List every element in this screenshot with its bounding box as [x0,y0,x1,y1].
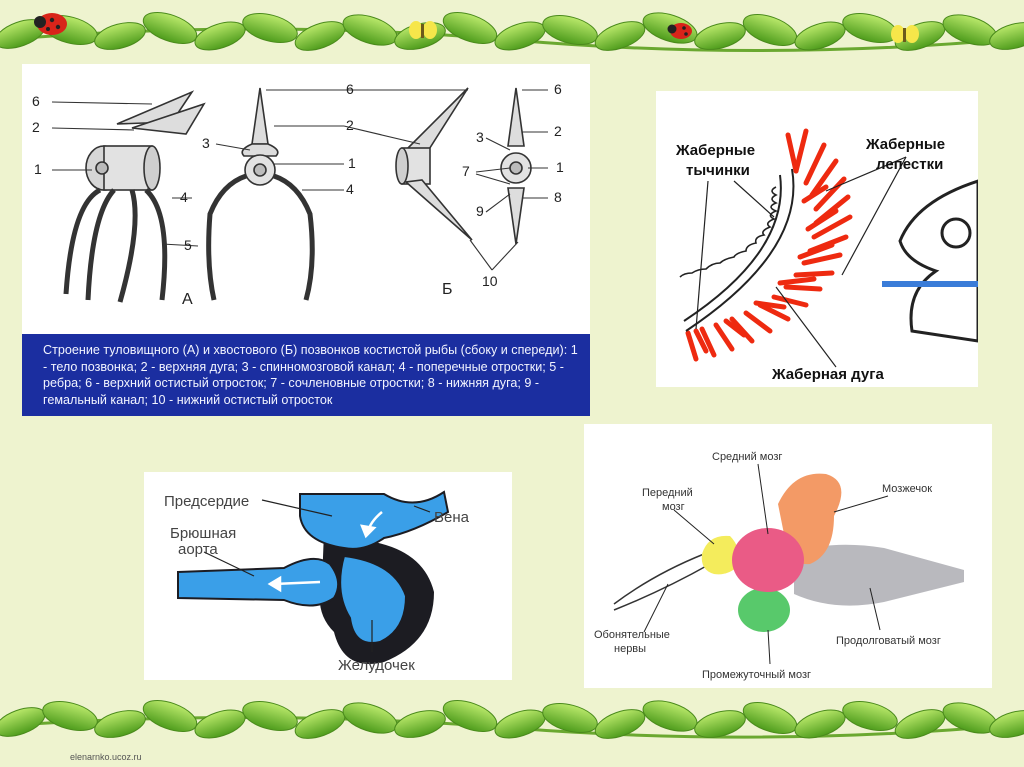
fish-head [882,181,978,341]
aorta-label-2: аорта [178,541,218,558]
label-1: 1 [556,159,564,175]
label-9: 9 [476,203,484,219]
letter-a: А [182,291,193,308]
olfactory-nerves [614,554,710,610]
label-1: 1 [34,161,42,177]
label-5: 5 [184,237,192,253]
forebrain-label-1: Передний [642,487,693,499]
label-8: 8 [554,189,562,205]
ventricle-label: Желудочек [338,657,415,674]
rakers-label-2: тычинки [686,162,750,179]
rakers-label-1: Жаберные [675,142,755,159]
brain-illustration: Средний мозг Передний мозг Мозжечок Обон… [584,424,992,688]
footer-credit: elenarnko.ucoz.ru [70,752,142,762]
label-3: 3 [202,135,210,151]
forebrain-label-2: мозг [662,501,685,513]
brain-diagram: Средний мозг Передний мозг Мозжечок Обон… [584,424,992,688]
trunk-vertebra-front [209,88,313,300]
diencephalon-label: Промежуточный мозг [702,669,811,681]
label-6: 6 [32,93,40,109]
filaments-label-2: лепестки [876,156,943,173]
aorta-label-1: Брюшная [170,525,236,542]
label-4: 4 [346,181,354,197]
heart-diagram: Предсердие Брюшная аорта Вена Желудочек [144,472,512,680]
heart-illustration: Предсердие Брюшная аорта Вена Желудочек [144,472,512,680]
vein-label: Вена [434,509,470,526]
gill-diagram: Жаберные тычинки Жаберные лепестки Жабер… [656,91,978,387]
medulla-label: Продолговатый мозг [836,635,941,647]
gill-rakers [680,187,776,277]
filaments-label-1: Жаберные [865,136,945,153]
olfactory-label-1: Обонятельные [594,629,670,641]
top-leaf-garland [0,6,1024,56]
letter-b: Б [442,281,453,298]
bottom-leaf-garland [0,694,1024,744]
label-2: 2 [32,119,40,135]
label-2: 2 [554,123,562,139]
midbrain-label: Средний мозг [712,451,782,463]
label-10: 10 [482,273,498,289]
midbrain [732,528,804,592]
vertebra-illustration: 6 2 1 4 5 3 6 2 1 4 6 2 3 7 1 8 9 10 А Б [22,64,590,334]
label-6: 6 [346,81,354,97]
caudal-vertebra-front [501,88,531,244]
label-2: 2 [346,117,354,133]
label-3: 3 [476,129,484,145]
arch-label: Жаберная дуга [771,366,884,383]
cerebellum-label: Мозжечок [882,483,932,495]
diencephalon [738,588,790,632]
label-4: 4 [180,189,188,205]
label-7: 7 [462,163,470,179]
vertebra-diagram: 6 2 1 4 5 3 6 2 1 4 6 2 3 7 1 8 9 10 А Б [22,64,590,334]
olfactory-label-2: нервы [614,643,646,655]
vertebra-caption: Строение туловищного (А) и хвостового (Б… [22,334,590,416]
label-6: 6 [554,81,562,97]
label-1: 1 [348,155,356,171]
caudal-vertebra-side [396,88,472,240]
gill-illustration: Жаберные тычинки Жаберные лепестки Жабер… [656,91,978,387]
atrium-label: Предсердие [164,493,249,510]
butterfly-icon [891,25,919,43]
